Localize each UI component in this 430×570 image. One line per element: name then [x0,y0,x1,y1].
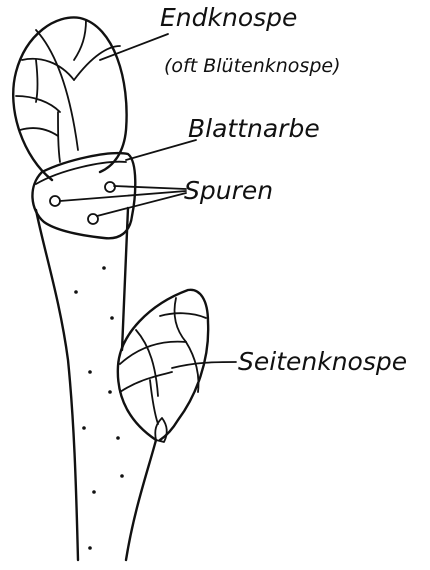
lateral-bud-label: Seitenknospe [238,347,407,376]
lenticel-dots [74,266,124,550]
lateral-bud [118,290,208,442]
twig-stem [36,208,156,560]
leader-traces-top [114,186,186,189]
terminal-bud-label: Endknospe [160,3,297,32]
terminal-bud [13,17,126,180]
leader-leaf-scar [126,140,196,160]
trace-mark-top [105,182,115,192]
traces-label: Spuren [184,176,273,205]
leaf-scar-label: Blattnarbe [188,114,320,143]
terminal-bud-note: (oft Blütenknospe) [164,55,340,77]
trace-mark-left [50,196,60,206]
leader-traces-left [60,191,186,201]
